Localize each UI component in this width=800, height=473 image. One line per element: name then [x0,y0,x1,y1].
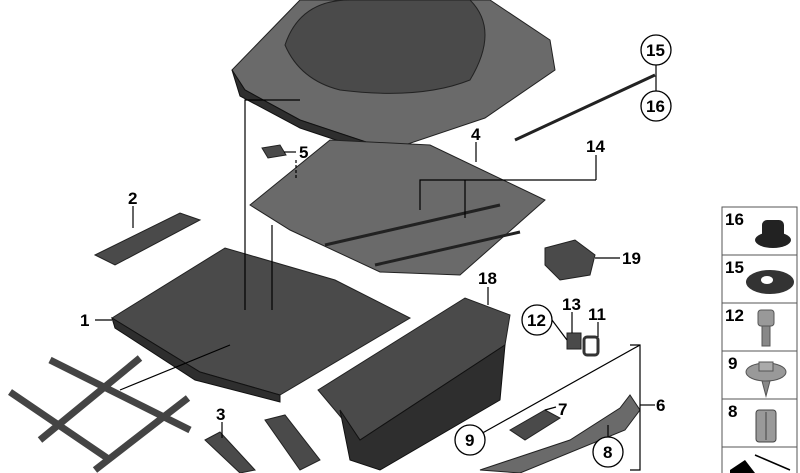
nut-clip-icon [755,220,791,248]
clip-icon [755,409,777,443]
callout-14[interactable]: 14 [586,137,605,156]
washer-clip-icon [746,270,794,294]
callout-19[interactable]: 19 [622,249,641,268]
callout-circle-12 [521,304,553,336]
callout-11[interactable]: 11 [588,305,606,324]
frame-grid-part[interactable] [8,355,192,473]
callout-16[interactable]: 16 [646,97,665,116]
callout-12[interactable]: 12 [527,311,546,330]
part-box[interactable] [264,414,321,471]
part-3[interactable] [204,431,256,473]
callout-circle-8 [592,436,624,468]
callout-6[interactable]: 6 [656,396,665,415]
storage-box-part[interactable] [317,297,511,471]
legend-label-16: 16 [725,210,744,229]
leader-lines [95,62,657,471]
callout-5[interactable]: 5 [299,143,308,162]
callout-8[interactable]: 8 [603,443,612,462]
fastener-legend: 16 15 12 9 8 [721,206,798,473]
legend-label-8: 8 [728,402,737,421]
callout-circle-15 [640,34,672,66]
callout-9[interactable]: 9 [465,431,474,450]
seal-strip-part[interactable] [514,73,656,142]
legend-label-9: 9 [728,354,737,373]
part-19[interactable] [544,239,596,281]
callout-1[interactable]: 1 [80,311,89,330]
callout-circle-16 [640,90,672,122]
callout-15[interactable]: 15 [646,41,665,60]
part-13[interactable] [566,332,582,350]
part-5[interactable] [261,144,287,159]
luggage-cover-part[interactable] [231,0,556,159]
callout-3[interactable]: 3 [216,405,225,424]
callout-2[interactable]: 2 [128,189,137,208]
callout-7[interactable]: 7 [558,400,567,419]
part-11[interactable] [582,335,600,357]
floor-panel-part[interactable] [249,139,546,276]
floor-tray-part[interactable] [111,247,412,403]
callout-13[interactable]: 13 [562,295,581,314]
direction-arrow-icon [730,454,791,473]
callout-circle-9 [454,424,486,456]
callout-18[interactable]: 18 [478,269,497,288]
part-2[interactable] [93,212,202,266]
legend-label-15: 15 [725,258,744,277]
callout-4[interactable]: 4 [471,125,481,144]
screw-icon [745,361,787,398]
bolt-icon [757,309,775,347]
legend-label-12: 12 [725,306,744,325]
